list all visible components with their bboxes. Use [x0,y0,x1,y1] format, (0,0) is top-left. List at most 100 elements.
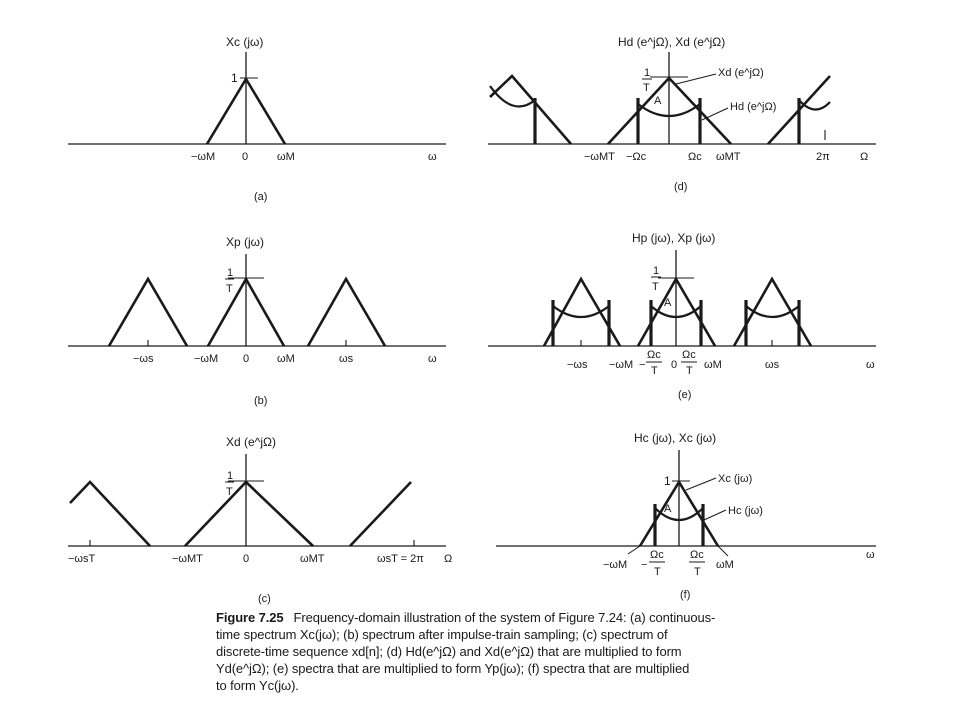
panel-d-x-callout-line [675,73,717,85]
panel-d-axis-var: Ω [860,151,868,163]
panel-a-peak-label: 1 [231,71,238,85]
panel-b-label-neg-ws: −ωs [133,353,154,365]
panel-d-filter-right-arc [798,99,831,111]
caption-line-5: to form Yc(jω). [216,678,299,693]
panel-d-label-2pi: 2π [816,151,830,163]
panel-d-peak-num: 1 [644,67,650,79]
panel-b-label-neg-wm: −ωM [194,353,218,365]
panel-d-label-omega-c: Ωc [688,151,702,163]
panel-c-peak-num: 1 [227,470,233,482]
panel-e-filter-center-arc [650,305,702,319]
panel-f-label-minus: − [641,559,647,571]
panel-f-label-omega-c-neg-num: Ωc [650,549,664,561]
panel-c-title: Xd (e^jΩ) [226,435,276,449]
panel-b-axis-var: ω [428,353,437,365]
panel-e-label-omega-c-neg-den: T [651,365,658,377]
panel-b: Xp (jω) 1 T −ωs −ωM 0 ωM ωs ω (b) [68,235,446,407]
panel-f-axis-var: ω [866,549,875,561]
panel-c-replica-left [69,480,151,547]
panel-e-label-omega-c-neg-num: Ωc [647,349,661,361]
panel-c-tag: (c) [258,593,271,605]
panel-c-label-2pi: ωsT = 2π [377,553,424,565]
panel-d: Hd (e^jΩ), Xd (e^jΩ) 1 T A Xd (e^jΩ) Hd … [488,35,876,193]
panel-f-label-neg-wm: −ωM [603,559,627,571]
panel-f-filter-arc [654,507,704,522]
panel-e-label-omega-c-pos-den: T [686,365,693,377]
panel-c-axis-var: Ω [444,553,452,565]
panel-f-label-omega-c-neg-den: T [654,566,661,578]
panel-f-x-callout-line [685,477,717,491]
panel-f-label-omega-c-pos-den: T [694,566,701,578]
panel-f-title: Hc (jω), Xc (jω) [634,431,716,445]
panel-e-replica-left [542,276,622,347]
panel-a-spectrum [205,76,287,145]
caption-line-1: Figure 7.25 Frequency-domain illustration… [216,609,776,626]
panel-e-label-minus: − [639,359,645,371]
panel-c-peak-den: T [226,486,233,498]
panel-f-h-callout-line [703,509,727,521]
panel-c-label-neg-wmt: −ωMT [172,553,203,565]
panel-d-replica-left [489,74,572,145]
panel-c: Xd (e^jΩ) 1 T −ωsT −ωMT 0 ωMT ωsT = 2π Ω… [68,435,452,605]
panel-d-replica-center [607,76,732,145]
panel-e-peak-num: 1 [653,265,659,277]
panel-c-replica-right [349,481,412,547]
panel-c-label-neg-wst: −ωsT [68,553,96,565]
frequency-domain-figure: Xc (jω) 1 −ωM 0 ωM ω (a) Xp (jω) 1 T −ωs… [68,35,876,605]
panel-f-h-label: Hc (jω) [728,505,763,517]
caption-figure-number: Figure 7.25 [216,610,284,625]
panel-a-label-neg-wm: −ωM [191,151,215,163]
panel-e-axis-var: ω [866,359,875,371]
panel-d-label-neg-wmt: −ωMT [584,151,615,163]
panel-f-tag: (f) [680,589,690,601]
panel-a-title: Xc (jω) [226,35,263,49]
panel-b-label-wm: ωM [277,353,295,365]
panel-d-h-label: Hd (e^jΩ) [730,101,776,113]
panel-c-label-zero: 0 [243,553,249,565]
panel-d-filter-center-arc [637,103,701,117]
panel-e-tag: (e) [678,389,691,401]
panel-b-label-zero: 0 [243,353,249,365]
panel-e-filter-left-arc [552,305,610,318]
panel-e-area-label: A [664,297,672,309]
panel-e-label-neg-ws: −ωs [567,359,588,371]
panel-f: Hc (jω), Xc (jω) 1 A Xc (jω) Hc (jω) −ωM… [496,431,876,601]
panel-e: Hp (jω), Xp (jω) 1 T A −ωs −ωM − Ωc T 0 … [488,231,876,401]
panel-d-tag: (d) [674,181,687,193]
caption-line-4: Yd(e^jΩ); (e) spectra that are multiplie… [216,661,690,676]
panel-f-area-label: A [664,503,672,515]
panel-a-axis-var: ω [428,151,437,163]
panel-c-replica-center [184,480,314,547]
panel-e-label-neg-wm: −ωM [609,359,633,371]
panel-a-label-zero: 0 [242,151,248,163]
panel-e-filter-right-arc [745,305,800,319]
panel-d-peak-den: T [643,82,650,94]
panel-e-label-zero: 0 [671,359,677,371]
panel-f-peak-label: 1 [664,474,671,488]
panel-f-label-wm: ωM [716,559,734,571]
panel-d-filter-left-arc [489,85,536,108]
panel-f-label-omega-c-pos-num: Ωc [690,549,704,561]
panel-f-x-label: Xc (jω) [718,473,752,485]
panel-d-h-callout-line [701,107,729,121]
caption-line-2: time spectrum Xc(jω); (b) spectrum after… [216,627,668,642]
figure-caption: Figure 7.25 Frequency-domain illustration… [216,609,776,694]
panel-b-title: Xp (jω) [226,235,264,249]
panel-b-tag: (b) [254,395,267,407]
panel-b-replica-left [107,276,189,347]
panel-e-peak-den: T [652,281,659,293]
panel-b-replica-center [206,276,286,347]
panel-a: Xc (jω) 1 −ωM 0 ωM ω (a) [68,35,446,203]
panel-b-replica-right [306,276,387,347]
panel-b-peak-den: T [226,283,233,295]
panel-a-label-wm: ωM [277,151,295,163]
panel-e-title: Hp (jω), Xp (jω) [632,231,715,245]
panel-e-label-ws: ωs [765,359,780,371]
caption-line-1-text: Frequency-domain illustration of the sys… [293,610,716,625]
panel-c-label-wmt: ωMT [300,553,325,565]
panel-d-area-label: A [654,95,662,107]
panel-e-label-wm: ωM [704,359,722,371]
panel-f-spectrum [638,479,720,547]
panel-d-title: Hd (e^jΩ), Xd (e^jΩ) [618,35,725,49]
panel-f-neg-wm-pointer [627,545,641,555]
